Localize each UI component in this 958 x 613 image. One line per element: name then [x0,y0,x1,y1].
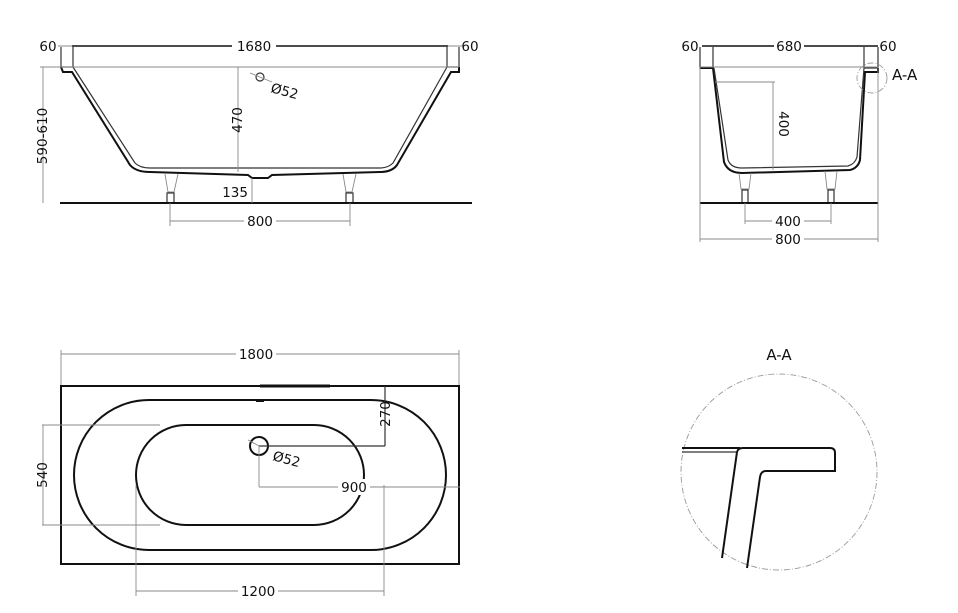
dim-right-rim: 60 [879,39,896,55]
end-view: 680 60 60 400 A-A 400 800 [681,38,918,248]
overflow-leader [249,72,273,83]
tub-profile-outer [60,66,460,179]
dim-drain-offset-x: 900 [341,480,367,496]
basin-outline [135,424,365,526]
dim-680: 680 [776,39,802,55]
dim-clearance: 135 [222,185,248,201]
end-profile-outer [700,67,879,175]
right-leg [342,173,357,204]
detail-view: A-A [680,346,878,571]
detail-circle [680,373,878,571]
rim-outline [73,399,447,551]
plan-outline [60,385,460,565]
left-leg [738,172,752,204]
plan-view: 1800 Ø52 270 900 540 1200 [35,346,460,600]
right-rim [446,47,460,68]
dim-depth: 400 [775,111,791,137]
overflow-icon [255,72,265,82]
section-marker-label: A-A [892,66,918,84]
left-leg [164,173,179,204]
rim-section-profile [721,447,836,569]
dim-right-rim: 60 [461,39,478,55]
dim-1680: 1680 [237,39,271,55]
dim-height: 590-610 [35,108,51,164]
detail-title: A-A [766,346,792,364]
tub-profile-inner [72,66,448,169]
dim-total-width: 800 [775,232,801,248]
dim-depth: 470 [230,107,246,133]
dim-drain-offset-y: 270 [378,401,394,427]
dim-left-rim: 60 [39,39,56,55]
dim-width: 540 [35,462,51,488]
dim-drain: Ø52 [271,448,302,471]
dim-leg-spacing: 800 [247,214,273,230]
dim-length: 1800 [239,347,273,363]
right-leg [824,170,838,204]
dim-leg-spacing: 400 [775,214,801,230]
dim-overflow: Ø52 [269,80,300,103]
dim-bottom-length: 1200 [241,584,275,600]
dim-left-rim: 60 [681,39,698,55]
left-rim [60,47,74,68]
section-marker-circle [856,62,888,94]
side-view: 1680 60 60 590-610 470 Ø52 [35,38,479,230]
